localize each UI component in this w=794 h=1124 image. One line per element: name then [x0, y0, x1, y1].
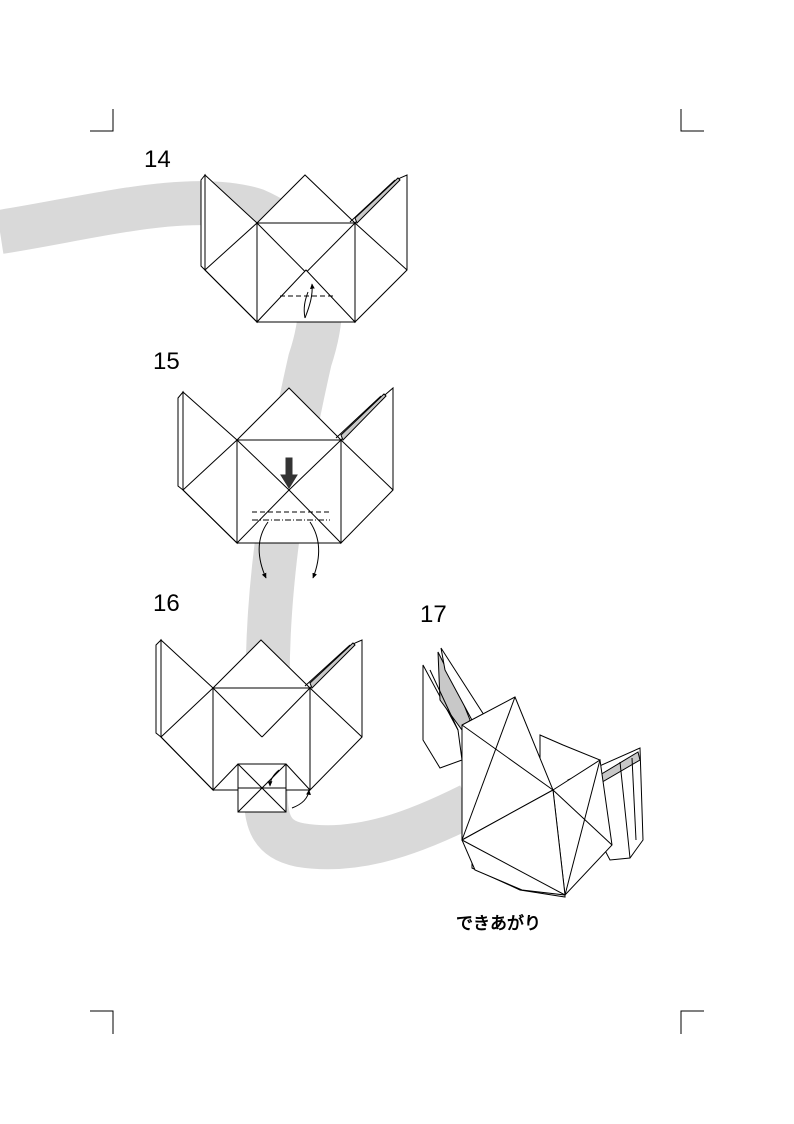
- step-17-number: 17: [420, 601, 447, 628]
- finished-caption: できあがり: [456, 914, 541, 934]
- crop-mark-bottom-right: [680, 1010, 704, 1034]
- crop-mark-top-left: [90, 109, 114, 132]
- step-14-number: 14: [144, 146, 171, 173]
- step-15-number: 15: [153, 348, 180, 375]
- step-14-figure: [200, 173, 408, 324]
- crop-mark-bottom-left: [90, 1010, 114, 1034]
- push-arrow-icon: [280, 457, 298, 489]
- crop-mark-top-right: [680, 109, 704, 132]
- step-16-figure: [155, 638, 363, 813]
- step-17-figure: [422, 647, 644, 898]
- step-16-number: 16: [153, 590, 180, 617]
- step-15-figure: [177, 386, 394, 579]
- crop-marks: [90, 109, 704, 1034]
